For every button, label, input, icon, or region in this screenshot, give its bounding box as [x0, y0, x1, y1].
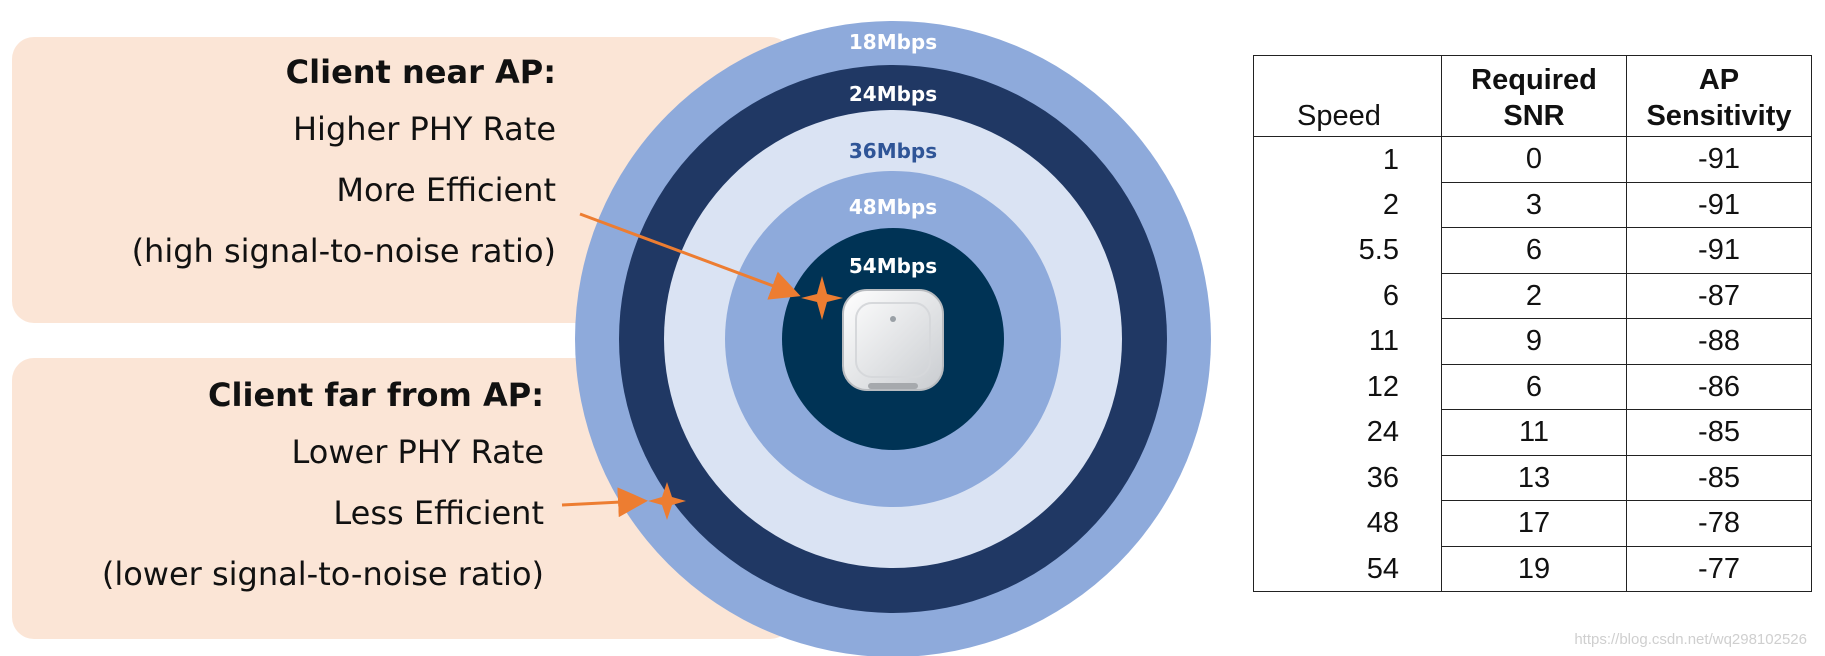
cell-sensitivity: -85 [1626, 409, 1812, 456]
cell-sensitivity: -87 [1626, 273, 1812, 319]
table-row: 2 3-91 [1254, 182, 1812, 228]
ring-label-36mbps: 36Mbps [849, 139, 937, 163]
cell-snr: 17 [1441, 500, 1627, 547]
table-row: 36 13-85 [1254, 455, 1812, 501]
table-row: 12 6-86 [1254, 364, 1812, 410]
cell-speed: 24 [1366, 416, 1399, 449]
four-point-star-icon [648, 482, 686, 520]
cell-snr: 13 [1441, 455, 1627, 501]
table-row: 1 0-91 [1254, 136, 1812, 183]
client-far-heading: Client far from AP: [208, 376, 544, 414]
cell-sensitivity: -85 [1626, 455, 1812, 501]
cell-speed: 54 [1366, 552, 1399, 585]
ring-label-54mbps: 54Mbps [849, 254, 937, 278]
cell-sensitivity: -86 [1626, 364, 1812, 410]
client-far-line-1: Lower PHY Rate [291, 433, 544, 471]
cell-snr: 19 [1441, 546, 1627, 592]
cell-speed: 5.5 [1358, 234, 1399, 267]
client-near-line-3: (high signal-to-noise ratio) [131, 232, 556, 270]
cell-speed: 2 [1382, 188, 1399, 221]
table-row: 11 9-88 [1254, 318, 1812, 365]
client-far-text: Client far from AP: Lower PHY Rate Less … [102, 368, 544, 605]
cell-snr: 9 [1441, 318, 1627, 365]
cell-snr: 2 [1441, 273, 1627, 319]
access-point-icon [842, 289, 944, 391]
cell-snr: 11 [1441, 409, 1627, 456]
header-ap-sensitivity: AP Sensitivity [1626, 55, 1812, 137]
cell-snr: 6 [1441, 364, 1627, 410]
ring-label-24mbps: 24Mbps [849, 82, 937, 106]
client-near-line-1: Higher PHY Rate [292, 110, 556, 148]
client-far-line-3: (lower signal-to-noise ratio) [101, 555, 544, 593]
cell-speed: 11 [1368, 325, 1399, 358]
client-near-text: Client near AP: Higher PHY Rate More Eff… [132, 45, 556, 282]
cell-speed: 1 [1382, 143, 1399, 176]
four-point-star-icon [801, 276, 843, 320]
table-row: 24 11-85 [1254, 409, 1812, 456]
table-row: 54 19-77 [1254, 546, 1812, 592]
cell-sensitivity: -91 [1626, 182, 1812, 228]
cell-sensitivity: -91 [1626, 227, 1812, 274]
cell-snr: 6 [1441, 227, 1627, 274]
arrow-near-client [579, 212, 801, 300]
table-row: 5.5 6-91 [1254, 227, 1812, 274]
cell-speed: 36 [1366, 461, 1399, 494]
watermark: https://blog.csdn.net/wq298102526 [1574, 631, 1807, 648]
table-row: 48 17-78 [1254, 500, 1812, 547]
client-near-heading: Client near AP: [285, 53, 556, 91]
table-row: 6 2-87 [1254, 273, 1812, 319]
arrow-far-client [561, 487, 648, 518]
ring-label-18mbps: 18Mbps [849, 30, 937, 54]
header-required-snr: Required SNR [1441, 55, 1627, 137]
ring-label-48mbps: 48Mbps [849, 195, 937, 219]
header-speed: Speed [1253, 55, 1442, 137]
cell-speed: 12 [1366, 370, 1399, 403]
cell-snr: 3 [1441, 182, 1627, 228]
cell-speed: 48 [1366, 507, 1399, 540]
cell-sensitivity: -88 [1626, 318, 1812, 365]
cell-sensitivity: -77 [1626, 546, 1812, 592]
cell-sensitivity: -78 [1626, 500, 1812, 547]
cell-snr: 0 [1441, 136, 1627, 183]
cell-sensitivity: -91 [1626, 136, 1812, 183]
client-near-line-2: More Efficient [336, 171, 556, 209]
cell-speed: 6 [1382, 279, 1399, 312]
client-far-line-2: Less Efficient [333, 494, 544, 532]
table-header-row: Speed Required SNR AP Sensitivity [1253, 55, 1812, 137]
